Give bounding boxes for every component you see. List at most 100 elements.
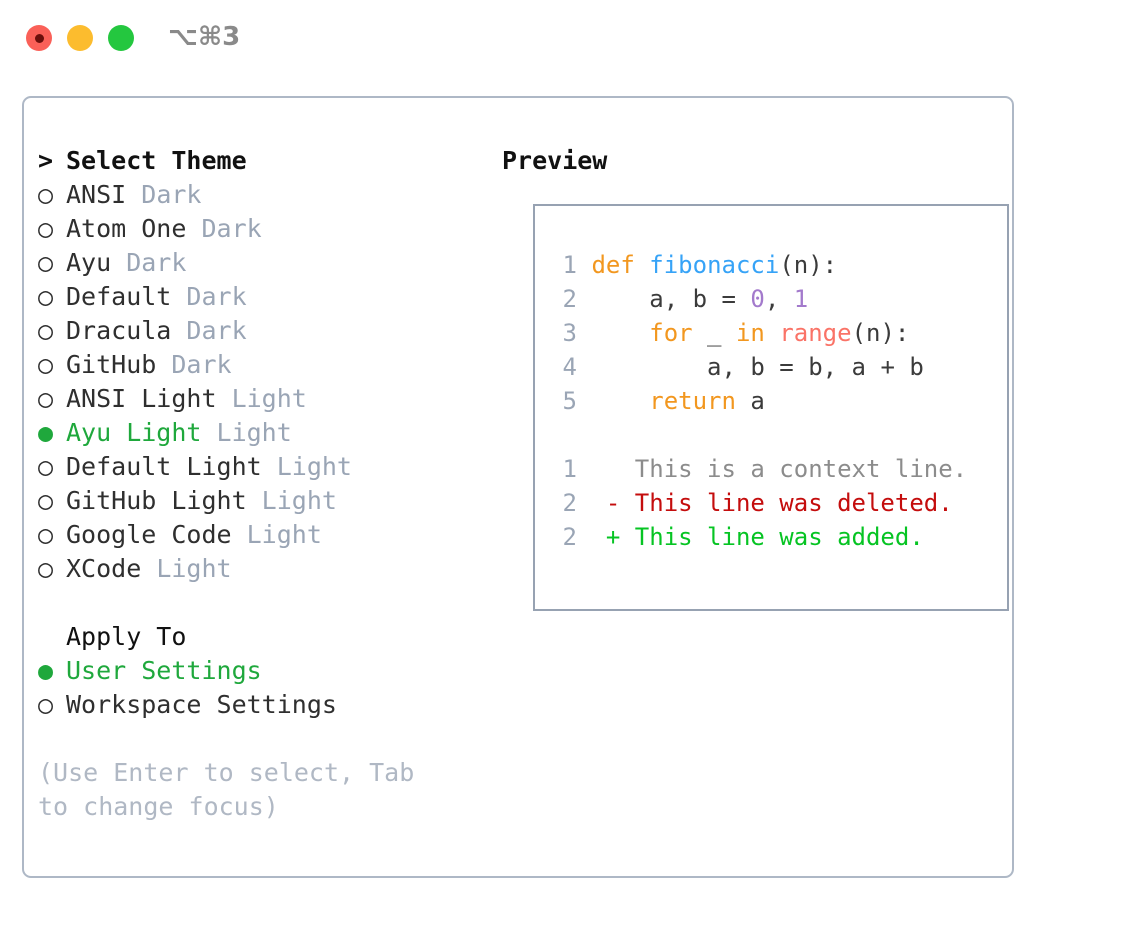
code-token-kw: for bbox=[649, 319, 693, 347]
code-token-fn: fibonacci bbox=[649, 251, 780, 279]
dialog-card: >Select Theme ○ANSI Dark○Atom One Dark○A… bbox=[22, 96, 1014, 878]
theme-label: Default Light bbox=[66, 452, 262, 481]
radio-unselected-icon: ○ bbox=[38, 452, 54, 481]
theme-list-item[interactable]: ○ ANSI Dark bbox=[38, 178, 498, 212]
radio-selected-icon: ● bbox=[38, 656, 54, 685]
right-panel: Preview 1 def fibonacci(n):2 a, b = 0, 1… bbox=[502, 144, 1009, 611]
code-line: 2 a, b = 0, 1 bbox=[553, 282, 967, 316]
theme-list-item[interactable]: ○Default Light Light bbox=[38, 450, 498, 484]
theme-variant-tag: Dark bbox=[171, 282, 247, 311]
diff-line-del: 2 - This line was deleted. bbox=[553, 486, 967, 520]
code-token-num: 0 bbox=[750, 285, 765, 313]
theme-variant-tag: Dark bbox=[186, 214, 262, 243]
line-number: 1 bbox=[562, 455, 577, 483]
code-token-kw: return bbox=[649, 387, 736, 415]
radio-selected-icon: ● bbox=[38, 418, 54, 447]
preview-heading: Preview bbox=[502, 146, 608, 175]
theme-label: GitHub Light bbox=[66, 486, 247, 515]
code-token-plain: , bbox=[764, 285, 794, 313]
theme-list[interactable]: ○ANSI Dark○Atom One Dark○Ayu Dark○Defaul… bbox=[38, 178, 498, 586]
radio-unselected-icon: ○ bbox=[38, 486, 54, 515]
code-token-plain: a, b = b, a + b bbox=[591, 353, 924, 381]
help-text: (Use Enter to select, Tab to change focu… bbox=[38, 758, 430, 821]
theme-variant-tag: Dark bbox=[111, 248, 187, 277]
code-diff-separator bbox=[553, 418, 967, 452]
zoom-button[interactable] bbox=[108, 25, 134, 51]
theme-label: ANSI Light bbox=[66, 384, 217, 413]
keyboard-shortcut-label: ⌥⌘3 bbox=[168, 22, 241, 52]
minimize-button[interactable] bbox=[67, 25, 93, 51]
close-button[interactable] bbox=[26, 25, 52, 51]
theme-variant-tag: Light bbox=[141, 554, 232, 583]
apply-to-list-item[interactable]: ○ Workspace Settings bbox=[38, 688, 498, 722]
theme-label: Atom One bbox=[66, 214, 187, 243]
window-controls bbox=[26, 25, 134, 51]
code-token-plain: _ bbox=[692, 319, 736, 347]
line-number: 2 bbox=[562, 489, 577, 517]
diff-line-add: 2 + This line was added. bbox=[553, 520, 967, 554]
theme-list-item[interactable]: ○XCode Light bbox=[38, 552, 498, 586]
apply-to-label: Workspace Settings bbox=[66, 690, 337, 719]
code-token-kw: def bbox=[591, 251, 635, 279]
theme-label: XCode bbox=[66, 554, 142, 583]
diff-line-text: + This line was added. bbox=[577, 523, 924, 551]
radio-unselected-icon: ○ bbox=[38, 316, 54, 345]
code-token-plain: (n): bbox=[779, 251, 838, 279]
theme-list-item[interactable]: ○Ayu Dark bbox=[38, 246, 498, 280]
theme-label: ANSI bbox=[66, 180, 127, 209]
radio-unselected-icon: ○ bbox=[38, 350, 54, 379]
apply-to-list-item[interactable]: ●User Settings bbox=[38, 654, 498, 688]
radio-unselected-icon: ○ bbox=[38, 520, 54, 549]
theme-variant-tag: Light bbox=[246, 486, 337, 515]
line-number: 1 bbox=[562, 251, 577, 279]
theme-list-item[interactable]: ○Atom One Dark bbox=[38, 212, 498, 246]
code-token-plain: a bbox=[735, 387, 765, 415]
theme-label: Dracula bbox=[66, 316, 172, 345]
theme-list-item[interactable]: ○ANSI Light Light bbox=[38, 382, 498, 416]
theme-variant-tag: Light bbox=[231, 520, 322, 549]
code-token-plain: (n): bbox=[851, 319, 910, 347]
select-theme-heading: > Select Theme bbox=[38, 144, 498, 178]
theme-label: Default bbox=[66, 282, 172, 311]
code-token-plain bbox=[591, 387, 649, 415]
theme-list-item[interactable]: ○ Dracula Dark bbox=[38, 314, 498, 348]
diff-line-text: - This line was deleted. bbox=[577, 489, 953, 517]
line-number: 2 bbox=[562, 523, 577, 551]
code-line: 1 def fibonacci(n): bbox=[553, 248, 967, 282]
theme-list-item[interactable]: ○ GitHub Light Light bbox=[38, 484, 498, 518]
radio-unselected-icon: ○ bbox=[38, 690, 54, 719]
theme-variant-tag: Dark bbox=[171, 316, 247, 345]
code-token-kw: in bbox=[735, 319, 765, 347]
code-token-plain bbox=[635, 251, 649, 279]
line-number: 4 bbox=[562, 353, 577, 381]
focus-marker-icon: > bbox=[38, 146, 54, 175]
theme-list-item[interactable]: ○GitHub Dark bbox=[38, 348, 498, 382]
code-token-plain bbox=[765, 319, 779, 347]
theme-label: Google Code bbox=[66, 520, 232, 549]
code-line: 3 for _ in range(n): bbox=[553, 316, 967, 350]
theme-list-item[interactable]: ○Default Dark bbox=[38, 280, 498, 314]
theme-label: GitHub bbox=[66, 350, 157, 379]
apply-to-heading: Apply To bbox=[38, 620, 498, 654]
code-token-builtin: range bbox=[779, 319, 852, 347]
code-token-plain bbox=[591, 319, 649, 347]
line-number: 3 bbox=[562, 319, 577, 347]
apply-to-marker-icon bbox=[38, 620, 66, 654]
theme-variant-tag: Dark bbox=[126, 180, 202, 209]
theme-label: Ayu Light bbox=[66, 418, 202, 447]
line-number: 2 bbox=[562, 285, 577, 313]
radio-unselected-icon: ○ bbox=[38, 384, 54, 413]
select-theme-heading-label: Select Theme bbox=[66, 146, 247, 175]
code-line: 5 return a bbox=[553, 384, 967, 418]
code-line: 4 a, b = b, a + b bbox=[553, 350, 967, 384]
title-bar: ⌥⌘3 bbox=[0, 0, 1140, 80]
help-gap bbox=[38, 722, 498, 756]
theme-label: Ayu bbox=[66, 248, 112, 277]
theme-list-item[interactable]: ○ Google Code Light bbox=[38, 518, 498, 552]
section-gap bbox=[38, 586, 498, 620]
theme-list-item[interactable]: ●Ayu Light Light bbox=[38, 416, 498, 450]
apply-to-list[interactable]: ●User Settings○ Workspace Settings bbox=[38, 654, 498, 722]
radio-unselected-icon: ○ bbox=[38, 180, 54, 209]
